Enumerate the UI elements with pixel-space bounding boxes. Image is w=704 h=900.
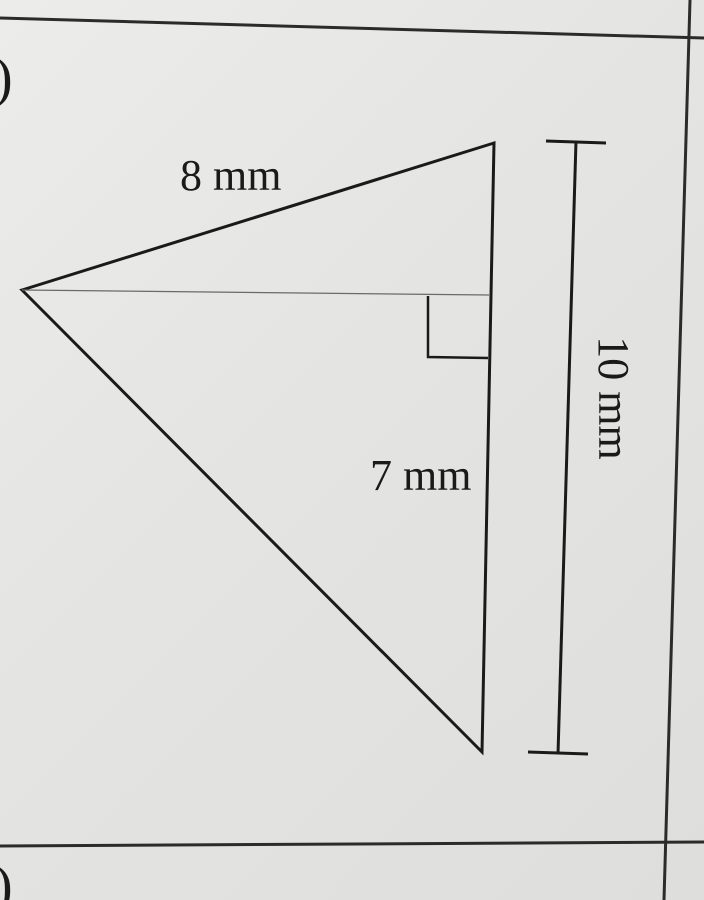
problem-marker-bottom: ) [0, 855, 13, 900]
table-right-border [662, 0, 692, 900]
table-top-border [0, 16, 704, 40]
base-dimension-line [527, 139, 607, 756]
right-angle-marker [426, 296, 489, 360]
altitude-line [21, 289, 490, 296]
problem-marker-top: ) [0, 47, 13, 109]
altitude-label: 7 mm [370, 451, 471, 500]
slant-side-label: 8 mm [180, 151, 281, 200]
base-dimension-label: 10 mm [589, 336, 638, 459]
table-bottom-border [0, 840, 704, 848]
triangle-shape [19, 140, 496, 756]
